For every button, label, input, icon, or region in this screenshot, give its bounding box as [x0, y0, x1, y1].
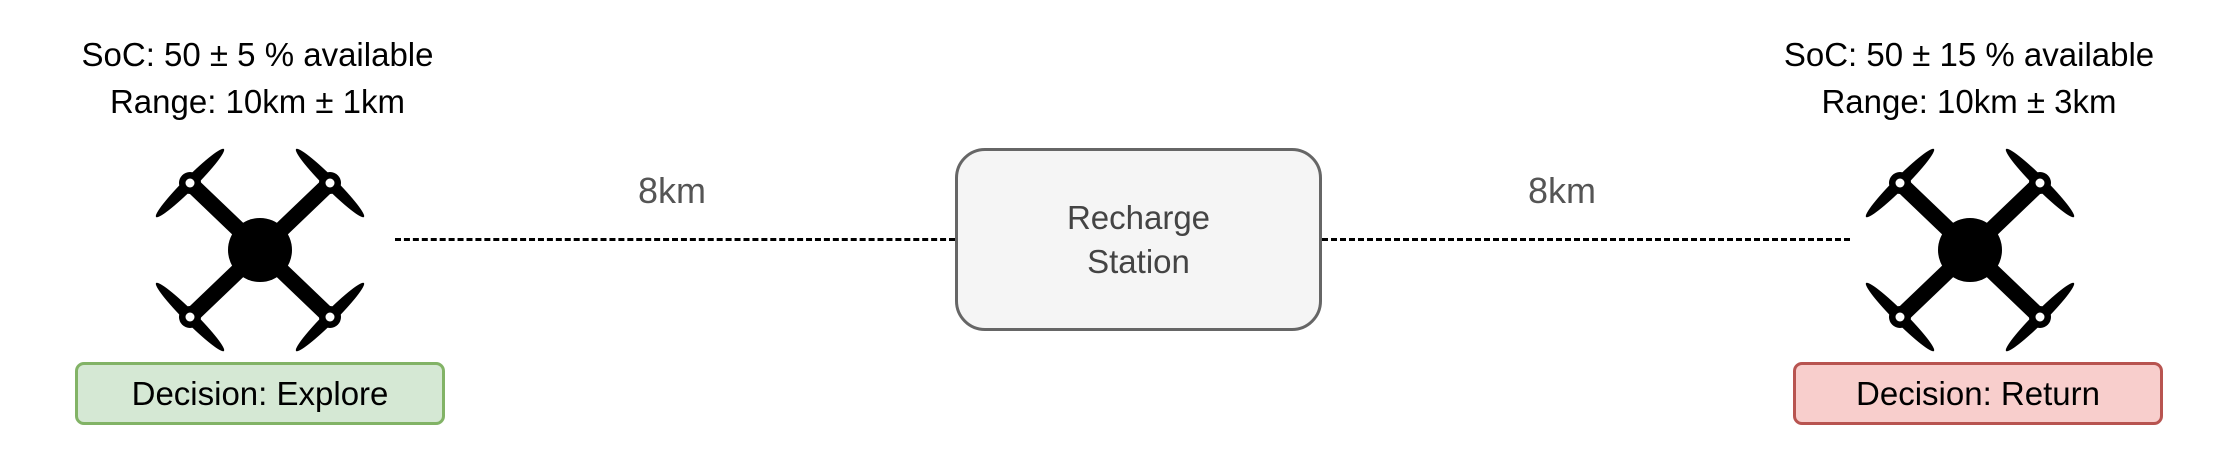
left-soc-text: SoC: 50 ± 5 % available [81, 36, 434, 73]
left-drone-info: SoC: 50 ± 5 % available Range: 10km ± 1k… [30, 31, 485, 125]
right-range-text: Range: 10km ± 3km [1821, 83, 2117, 120]
right-soc-text: SoC: 50 ± 15 % available [1783, 36, 2155, 73]
right-connector-line [1322, 238, 1850, 241]
drone-icon [1865, 148, 2075, 352]
left-range-text: Range: 10km ± 1km [109, 83, 406, 120]
station-label-line2: Station [1087, 242, 1190, 280]
recharge-station: Recharge Station [955, 148, 1322, 331]
decision-explore-label: Decision: Explore [131, 374, 389, 412]
left-distance-label: 8km [638, 170, 707, 211]
decision-explore-box: Decision: Explore [75, 362, 445, 425]
right-drone-info: SoC: 50 ± 15 % available Range: 10km ± 3… [1735, 31, 2203, 125]
drone-icon [155, 148, 365, 352]
right-distance-label: 8km [1528, 170, 1597, 211]
station-label-line1: Recharge [1066, 198, 1211, 236]
left-connector-line [395, 238, 955, 241]
decision-return-box: Decision: Return [1793, 362, 2163, 425]
decision-return-label: Decision: Return [1856, 374, 2100, 412]
